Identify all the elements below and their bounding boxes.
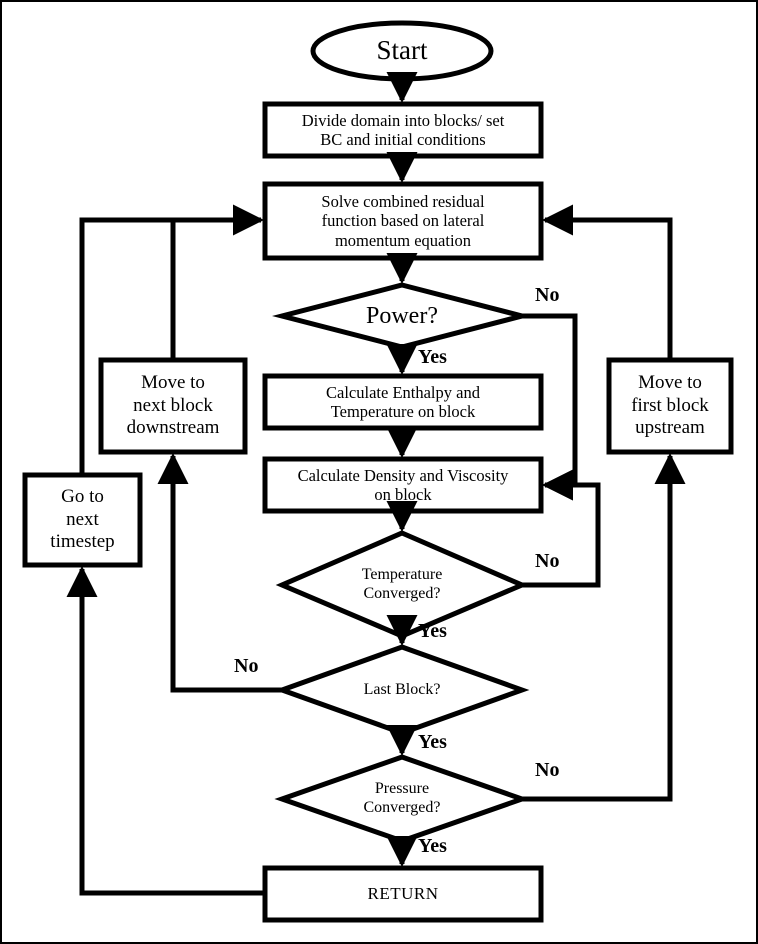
node-enthalpy-shape	[262, 373, 544, 431]
edge-movefirst-to-solve	[541, 204, 673, 360]
node-lastblock-shape	[274, 644, 530, 736]
node-return-shape	[262, 865, 544, 923]
node-pressconv-shape	[274, 754, 530, 844]
node-density-shape	[262, 456, 544, 514]
node-gotostep-shape	[22, 472, 143, 568]
node-movenext-shape	[98, 357, 248, 455]
edge-tempconv-no-to-density	[522, 469, 601, 588]
edge-gotostep-to-solve	[79, 204, 265, 475]
edge-return-to-gotostep	[66, 565, 265, 896]
node-start-shape	[310, 20, 494, 82]
node-power-shape	[272, 282, 532, 350]
node-solve-shape	[262, 181, 544, 261]
node-divide-shape	[262, 101, 544, 159]
edge-lastblock-no-to-movenext	[157, 452, 282, 693]
node-movefirst-shape	[606, 357, 734, 455]
node-tempconv-shape	[275, 530, 529, 639]
edge-pressconv-no-to-movefirst	[522, 452, 686, 802]
